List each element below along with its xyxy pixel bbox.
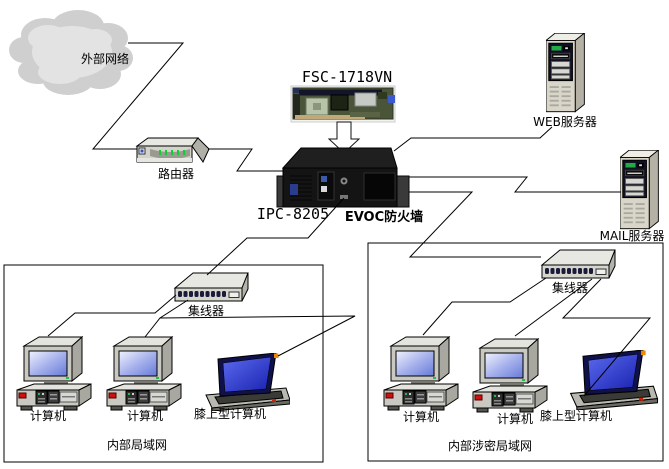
line-cloud-router	[91, 42, 185, 150]
line-righthub-pc1	[422, 277, 547, 336]
external-network-cloud	[9, 10, 133, 95]
left-pc1	[16, 336, 92, 411]
left-laptop	[205, 353, 290, 411]
left-lan-box	[3, 264, 324, 463]
connection-lines	[47, 42, 652, 397]
router-label: 路由器	[158, 166, 194, 181]
mail-server-tower	[620, 150, 659, 230]
left-pc2-label: 计算机	[127, 408, 163, 423]
right-lan-box	[367, 242, 664, 462]
sbc-board-image	[290, 85, 396, 123]
line-righthub-pc2	[514, 278, 593, 337]
right-pc1	[383, 336, 459, 411]
line-firewall-righthub	[408, 191, 541, 258]
router-device	[135, 137, 210, 164]
chassis-model-label: IPC-8205	[257, 205, 329, 223]
left-pc2	[106, 336, 182, 411]
board-model-label: FSC-1718VN	[302, 68, 392, 86]
right-pc1-label: 计算机	[403, 409, 439, 424]
mail-server-label: MAIL服务器	[600, 228, 665, 243]
right-hub-label: 集线器	[552, 280, 588, 295]
right-pc2-label: 计算机	[497, 411, 533, 426]
firewall-chassis	[276, 147, 410, 208]
line-lefthub-pc1	[47, 294, 177, 337]
line-firewall-web	[393, 126, 553, 152]
line-righthub-laptop	[561, 278, 652, 397]
right-laptop	[570, 350, 659, 410]
left-pc1-label: 计算机	[30, 408, 66, 423]
right-hub-device	[541, 249, 616, 279]
right-laptop-label: 膝上型计算机	[540, 408, 612, 423]
line-router-firewall	[208, 148, 284, 172]
line-firewall-mail	[409, 176, 621, 193]
left-lan-title: 内部局域网	[107, 437, 167, 452]
right-lan-title: 内部涉密局域网	[448, 438, 532, 453]
web-server-tower	[546, 33, 585, 113]
firewall-name-label: EVOC防火墙	[345, 209, 423, 225]
web-server-label: WEB服务器	[533, 114, 597, 129]
left-laptop-label: 膝上型计算机	[194, 406, 266, 421]
line-firewall-lefthub	[206, 197, 345, 276]
install-arrow-icon	[327, 121, 361, 154]
left-hub-device	[174, 272, 249, 302]
left-hub-label: 集线器	[188, 303, 224, 318]
line-lefthub-laptop	[159, 315, 356, 357]
right-pc2	[472, 338, 548, 413]
line-lefthub-pc2	[144, 299, 189, 338]
external-network-label: 外部网络	[81, 51, 129, 66]
